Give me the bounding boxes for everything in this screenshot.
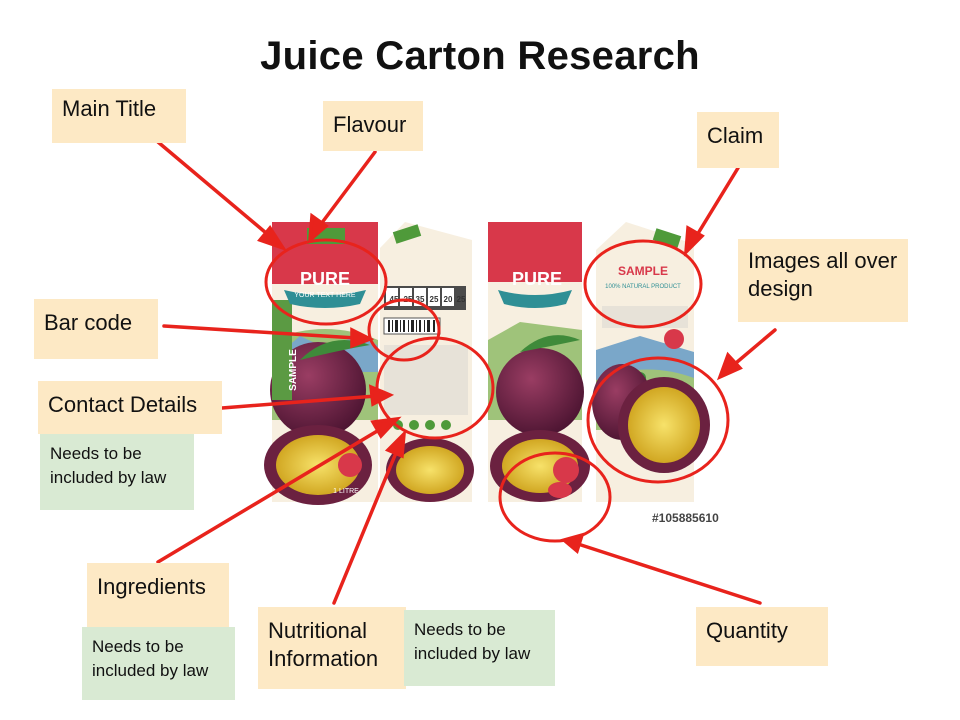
carton-sample: SAMPLE <box>618 264 668 278</box>
circle-claim <box>583 239 703 329</box>
arrow-flavour <box>316 150 377 230</box>
label-flavour: Flavour <box>323 101 423 151</box>
cap-icon <box>392 224 422 244</box>
circle-barcode <box>367 298 441 362</box>
circle-quantity <box>498 451 612 543</box>
label-nutritional: Nutritional Information <box>258 607 406 689</box>
label-ingredients: Ingredients <box>87 563 229 627</box>
nutri-value-5: 20 <box>444 295 453 304</box>
note-contact-law: Needs to be included by law <box>40 434 194 510</box>
label-images: Images all over design <box>738 239 908 322</box>
arrow-images <box>728 328 777 370</box>
carton-brand-2: PURE <box>512 269 562 289</box>
carton-front-2 <box>488 222 590 502</box>
arrow-claim <box>692 166 740 242</box>
circle-main-title <box>264 238 388 326</box>
fruit-icon <box>496 348 584 436</box>
arrow-quantity <box>576 542 762 605</box>
arrow-ingredients <box>156 425 386 564</box>
arrow-barcode <box>162 324 358 340</box>
note-ingredients-law: Needs to be included by law <box>82 627 235 700</box>
label-quantity: Quantity <box>696 607 828 666</box>
carton-front-1 <box>264 222 378 505</box>
note-nutritional-law: Needs to be included by law <box>404 610 555 686</box>
nutri-value-1: 45 <box>390 295 399 304</box>
nutri-value-3: 35 <box>416 295 425 304</box>
label-main-title: Main Title <box>52 89 186 143</box>
carton-natural: 100% NATURAL PRODUCT <box>605 284 681 290</box>
circle-images <box>586 356 730 484</box>
carton-volume: 1 LITRE <box>333 488 359 495</box>
label-contact-details: Contact Details <box>38 381 222 434</box>
carton-side-text: SAMPLE <box>288 349 299 391</box>
label-claim: Claim <box>697 112 779 168</box>
stock-id: #105885610 <box>652 511 719 525</box>
arrow-nutritional <box>332 446 400 605</box>
arrow-main-title <box>156 140 274 240</box>
label-bar-code: Bar code <box>34 299 158 359</box>
fruit-icon <box>270 342 366 438</box>
nutri-value-4: 25 <box>430 295 439 304</box>
cap-icon <box>652 228 682 248</box>
arrow-contact <box>220 394 378 410</box>
carton-brand-1: PURE <box>300 269 350 289</box>
nutri-value-6: 25 <box>457 295 466 304</box>
carton-side-1 <box>380 222 474 502</box>
slide-title: Juice Carton Research <box>260 34 700 78</box>
carton-tagline: YOUR TEXT HERE <box>294 292 356 299</box>
